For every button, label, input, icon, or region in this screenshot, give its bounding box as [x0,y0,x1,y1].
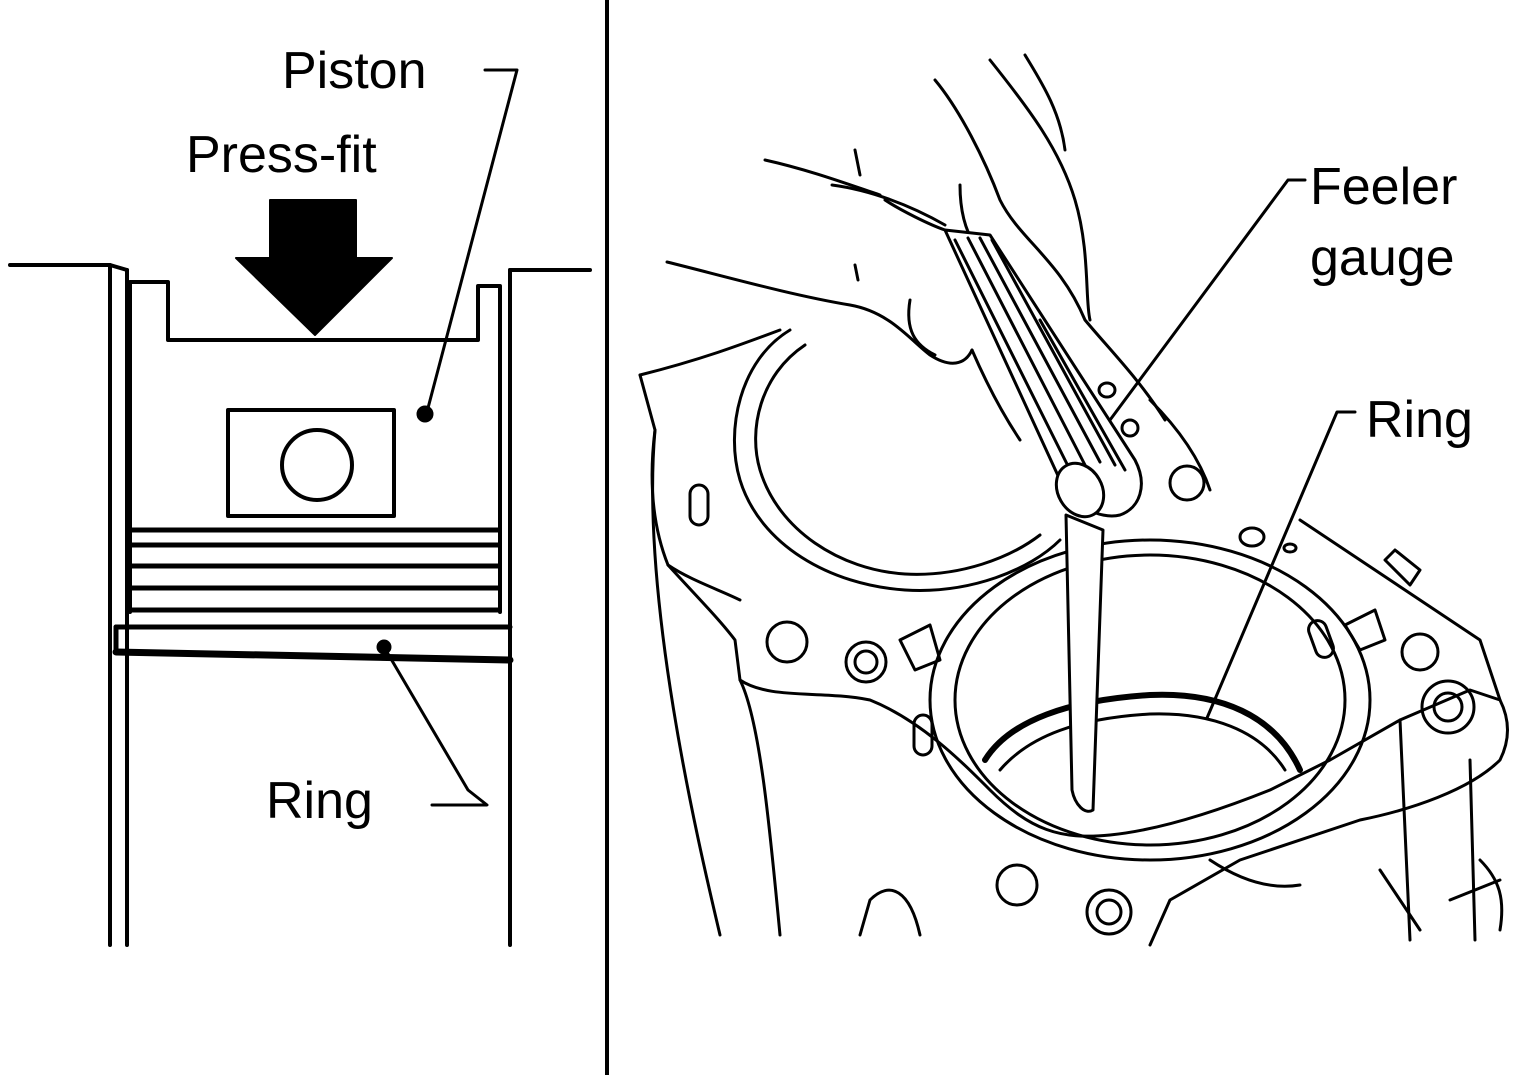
hand [665,53,1212,492]
ring-in-bore [112,624,514,664]
piston-pin-boss [226,408,396,518]
piston-ring-grooves [129,527,501,613]
piston [128,280,502,614]
press-fit-label: Press-fit [186,126,377,184]
press-fit-arrow-icon [235,199,393,336]
piston-pin [280,428,354,502]
cylinder-bore [8,263,592,947]
piston-label: Piston [282,42,427,100]
feeler-blade [1064,513,1105,813]
ring-leader-left [376,639,489,807]
piston-ring-in-bore [982,691,1303,773]
bore-lower [928,538,1372,862]
left-panel: Piston Press-fit Ring [8,42,592,947]
ring-leader-right [1205,410,1357,720]
feeler-label-line2: gauge [1310,229,1455,287]
ring-label-right: Ring [1366,391,1473,449]
feeler-leader [1108,178,1307,422]
bolt-holes [688,381,1476,936]
feeler-gauge [883,198,1143,813]
cylinder-block [638,328,1509,947]
feeler-label-line1: Feeler [1310,158,1457,216]
bore-upper [733,328,1062,592]
right-panel: Feeler gauge Ring [638,53,1509,947]
piston-leader [416,68,519,423]
ring-label-left: Ring [266,772,373,830]
